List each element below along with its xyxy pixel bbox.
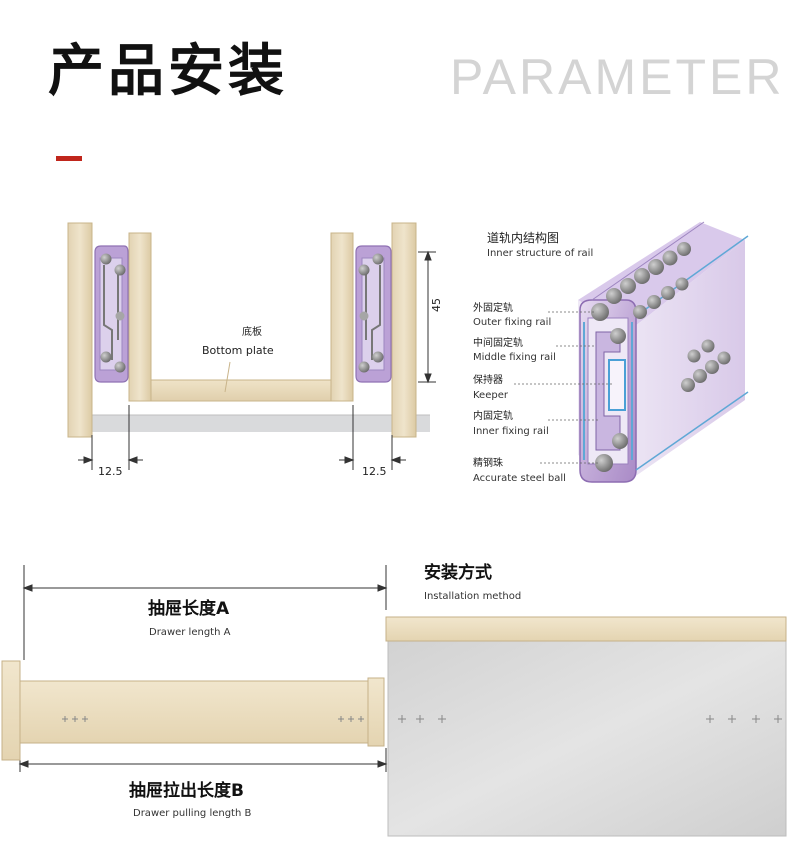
height-dimension-label: 45: [430, 298, 443, 312]
rail-structure-title-en: Inner structure of rail: [487, 248, 594, 259]
part-keeper-cn: 保持器: [473, 375, 503, 386]
part-ball-en: Accurate steel ball: [473, 473, 566, 484]
rail-leader-lines: [514, 311, 612, 464]
left-drawer-side: [128, 232, 152, 402]
right-cabinet-panel: [391, 222, 417, 438]
base-strip: [70, 415, 430, 432]
part-outer-cn: 外固定轨: [473, 303, 513, 314]
screw-marks: [62, 715, 782, 723]
drawer-front-panel: [1, 660, 21, 761]
part-outer-en: Outer fixing rail: [473, 317, 552, 328]
pull-length-dimension: [18, 748, 388, 772]
cabinet-body: [387, 639, 787, 837]
drawer-length-label-en: Drawer length A: [149, 627, 231, 638]
left-cabinet-panel: [67, 222, 93, 438]
part-inner-cn: 内固定轨: [473, 411, 513, 422]
page-subtitle: PARAMETER: [450, 49, 785, 105]
page-title: 产品安装: [48, 39, 288, 104]
drawer-extended: [17, 680, 369, 744]
rail-structure-title-cn: 道轨内结构图: [487, 231, 560, 245]
accent-bar: [56, 156, 82, 161]
bottom-plate-label-cn: 底板: [242, 327, 262, 338]
drawer-length-dimension: [22, 565, 388, 660]
pull-length-label-cn: 抽屉拉出长度B: [129, 781, 244, 801]
left-rail-profile: [94, 245, 129, 383]
part-inner-en: Inner fixing rail: [473, 426, 549, 437]
bottom-plate: [150, 379, 332, 402]
left-gap-dimension: [78, 405, 143, 470]
drawer-length-label-cn: 抽屉长度A: [148, 599, 230, 619]
part-middle-en: Middle fixing rail: [473, 352, 556, 363]
part-keeper-en: Keeper: [473, 390, 508, 401]
right-rail-profile: [355, 245, 392, 383]
rail-3d-illustration: [578, 221, 749, 483]
drawer-rear-block: [367, 677, 385, 747]
installation-method-cn: 安装方式: [424, 563, 492, 583]
cabinet-top-board: [385, 616, 787, 642]
right-gap-dimension: [339, 405, 406, 470]
bottom-plate-label-en: Bottom plate: [202, 344, 274, 357]
right-gap-label: 12.5: [362, 465, 387, 478]
part-middle-cn: 中间固定轨: [473, 338, 523, 349]
pull-length-label-en: Drawer pulling length B: [133, 808, 252, 819]
height-dimension: [418, 250, 436, 384]
left-gap-label: 12.5: [98, 465, 123, 478]
part-ball-cn: 精钢珠: [473, 458, 503, 469]
right-drawer-side: [330, 232, 354, 402]
installation-method-en: Installation method: [424, 591, 522, 602]
